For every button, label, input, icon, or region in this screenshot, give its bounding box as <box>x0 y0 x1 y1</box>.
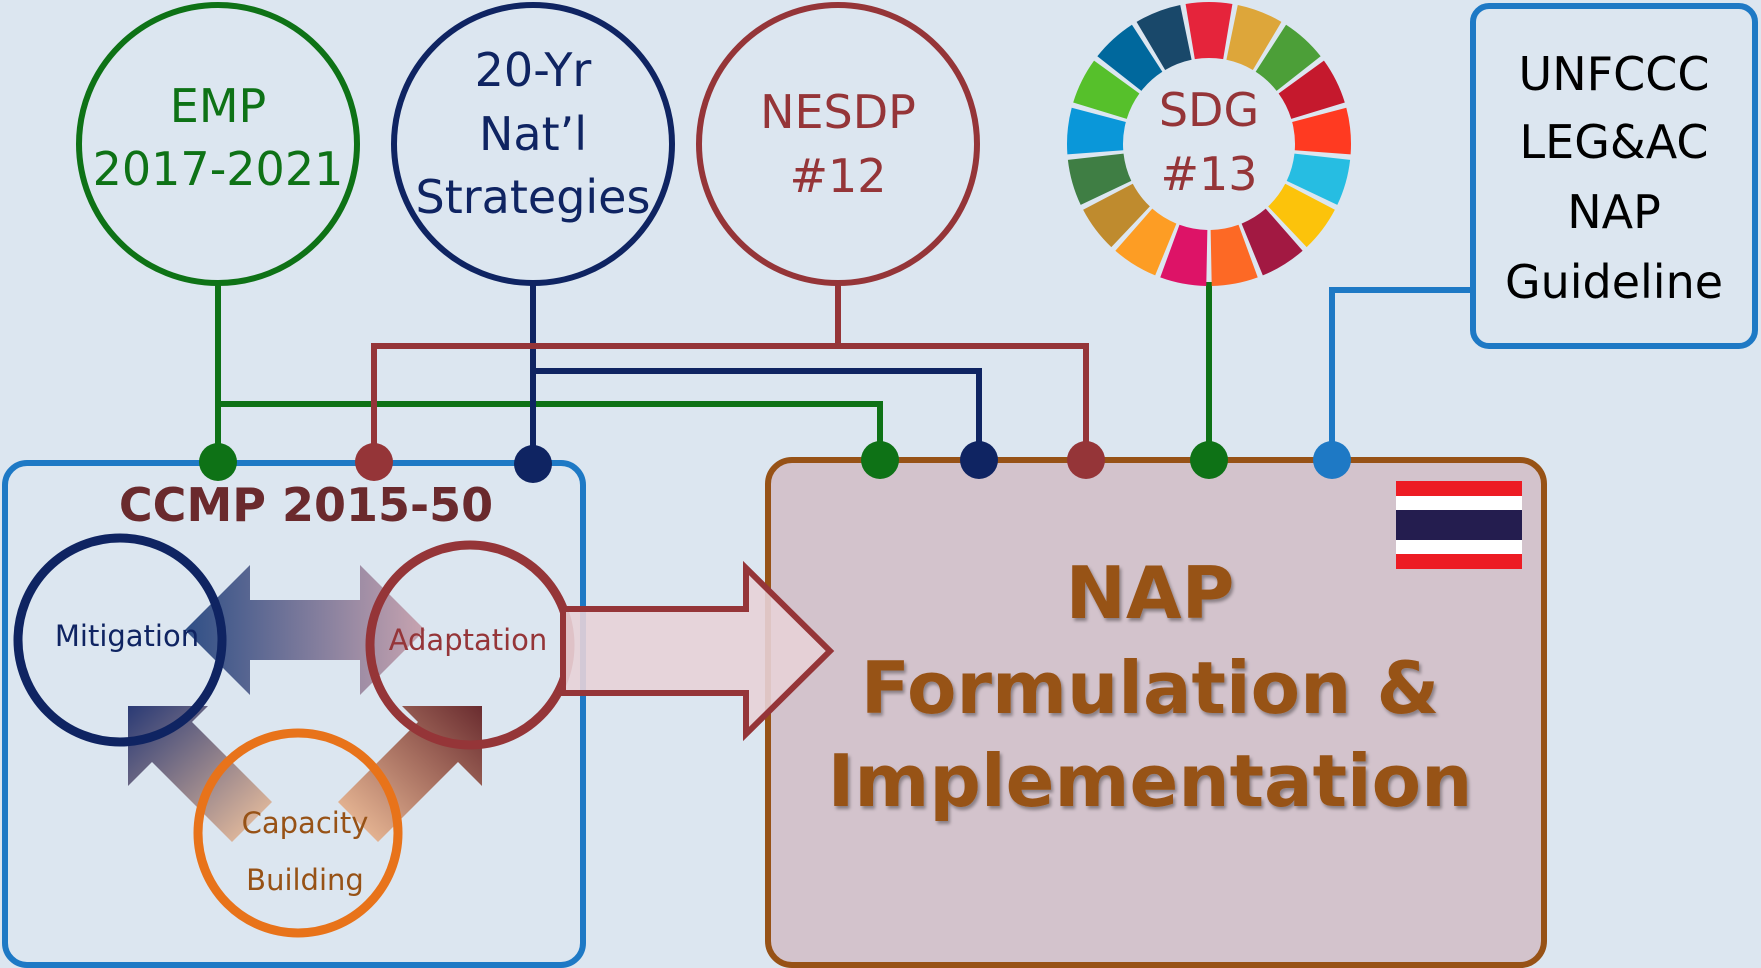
nesdp-nap-dot <box>1067 441 1105 479</box>
capacity-building-circle <box>193 728 403 938</box>
nap-title-line1: NAP <box>1066 551 1235 635</box>
thailand-flag <box>1396 481 1522 569</box>
sdg-wheel-segment <box>1073 60 1140 119</box>
strategies-ccmp-dot <box>514 445 552 483</box>
emp-to-nap-connector <box>218 401 883 460</box>
ccmp-title: CCMP 2015-50 <box>119 478 493 532</box>
ccmp-to-nap-arrow <box>560 560 835 742</box>
nesdp-bus <box>371 343 1089 460</box>
mitigation-adaptation-double-arrow <box>185 565 425 695</box>
sdg-wheel-segment <box>1067 153 1132 205</box>
nesdp-node: NESDP #12 <box>696 2 980 286</box>
sdg-wheel-segment <box>1185 2 1233 60</box>
sdg-wheel-segment <box>1278 60 1345 119</box>
sdg-wheel-segment <box>1083 183 1150 248</box>
emp-node: EMP 2017-2021 <box>76 2 360 286</box>
sdg-wheel-segment <box>1226 4 1282 71</box>
nap-title-line2: Formulation & <box>861 646 1439 730</box>
strategies-label-line2: Nat’l <box>479 107 587 161</box>
strategies-to-nap-connector <box>533 368 982 460</box>
sdg-wheel-segment <box>1160 224 1208 286</box>
emp-label-line2: 2017-2021 <box>93 142 344 196</box>
sdg-wheel-segment <box>1241 208 1303 276</box>
nap-box: NAP Formulation & Implementation <box>765 457 1547 968</box>
unfccc-label-line2: LEG&AC <box>1520 115 1709 169</box>
nesdp-label-line1: NESDP <box>760 85 916 139</box>
mitigation-label: Mitigation <box>55 619 199 653</box>
adaptation-label: Adaptation <box>389 623 548 657</box>
emp-label-line1: EMP <box>170 79 267 133</box>
sdg-node: SDG #13 <box>1067 2 1351 286</box>
sdg-wheel-segment <box>1136 4 1192 71</box>
connectors <box>215 282 1473 462</box>
sdg-wheel-segment <box>1210 224 1258 286</box>
sdg-wheel-segment <box>1292 107 1351 155</box>
sdg-label-line2: #13 <box>1160 147 1257 201</box>
emp-nap-dot <box>861 441 899 479</box>
ccmp-box: CCMP 2015-50 Mitigation Adaptation Capac… <box>2 460 586 968</box>
nesdp-label-line2: #12 <box>789 149 886 203</box>
connector-dots <box>199 441 1351 483</box>
sdg-wheel-logo <box>1067 2 1351 286</box>
strategies-node: 20-Yr Nat’l Strategies <box>391 2 675 286</box>
unfccc-label-line3: NAP <box>1567 185 1661 239</box>
capacity-building-label-line1: Capacity <box>242 806 369 840</box>
capacity-building-label-line2: Building <box>246 863 364 897</box>
sdg-wheel-segment <box>1286 153 1351 205</box>
sdg-wheel-segment <box>1067 107 1126 155</box>
sdg-nap-dot <box>1190 441 1228 479</box>
unfccc-connector <box>1329 287 1473 460</box>
unfccc-nap-dot <box>1313 441 1351 479</box>
unfccc-label-line4: Guideline <box>1505 255 1723 309</box>
sdg-wheel-segment <box>1097 24 1163 91</box>
nesdp-ccmp-dot <box>355 443 393 481</box>
capacity-to-mitigation-arrow <box>128 706 272 842</box>
sdg-wheel-segment <box>1115 208 1177 276</box>
strategies-label-line3: Strategies <box>416 170 651 224</box>
nap-title-line3: Implementation <box>828 739 1473 823</box>
sdg-label-line1: SDG <box>1159 83 1259 137</box>
unfccc-label-line1: UNFCCC <box>1519 47 1710 101</box>
emp-ccmp-dot <box>199 443 237 481</box>
strategies-label-line1: 20-Yr <box>475 43 592 97</box>
unfccc-node: UNFCCC LEG&AC NAP Guideline <box>1470 3 1758 349</box>
mitigation-circle <box>13 533 227 747</box>
sdg-wheel-segment <box>1255 24 1321 91</box>
strategies-nap-dot <box>960 441 998 479</box>
sdg-wheel-segment <box>1268 183 1335 248</box>
